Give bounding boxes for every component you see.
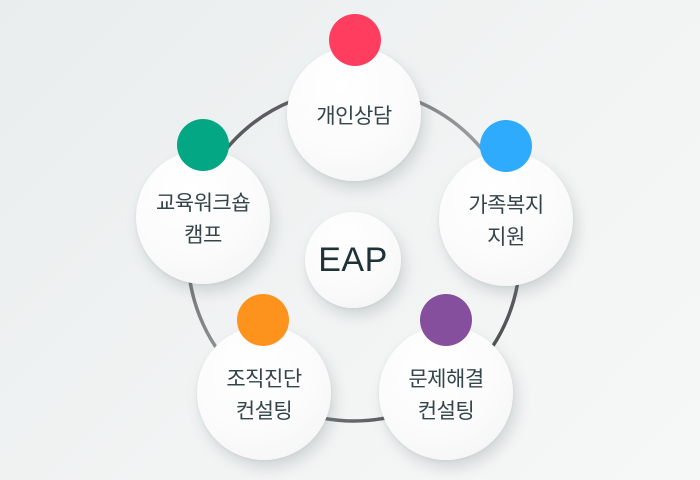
node-family-welfare: 가족복지 지원 — [439, 152, 573, 286]
node-label: 가족복지 지원 — [468, 193, 544, 249]
node-label: 조직진단 컨설팅 — [226, 367, 302, 423]
dot-family-welfare-icon — [480, 120, 532, 172]
node-problem-solving: 문제해결 컨설팅 — [379, 326, 513, 460]
dot-problem-solving-icon — [420, 294, 472, 346]
dot-organization-diagnosis-icon — [237, 294, 289, 346]
node-counseling: 개인상담 — [287, 47, 421, 181]
node-education-workshop: 교육워크숍 캠프 — [136, 150, 270, 284]
node-label: 문제해결 컨설팅 — [408, 367, 484, 423]
center-node-eap: EAP — [305, 212, 401, 308]
node-label: 개인상담 — [316, 104, 392, 128]
center-label: EAP — [318, 240, 388, 279]
dot-education-workshop-icon — [177, 119, 229, 171]
node-label: 교육워크숍 캠프 — [155, 191, 251, 247]
dot-counseling-icon — [329, 14, 381, 66]
node-organization-diagnosis: 조직진단 컨설팅 — [197, 326, 331, 460]
